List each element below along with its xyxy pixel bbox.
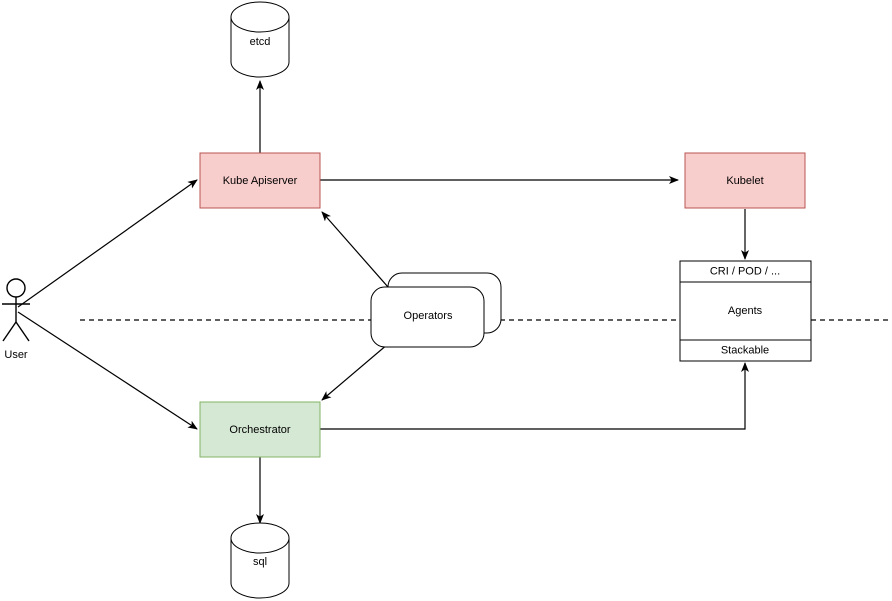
edge-user-to-orchestrator <box>17 311 198 430</box>
node-agents[interactable]: CRI / POD / ... Agents Stackable <box>679 260 812 362</box>
node-operators-label: Operators <box>404 310 453 322</box>
node-kubelet-label: Kubelet <box>726 175 763 187</box>
node-orchestrator[interactable]: Orchestrator <box>199 401 321 458</box>
node-etcd-label: etcd <box>250 36 271 48</box>
node-user[interactable]: User <box>2 278 30 361</box>
node-kube-apiserver[interactable]: Kube Apiserver <box>199 152 321 209</box>
node-agents-footer-label: Stackable <box>721 344 769 356</box>
node-orchestrator-label: Orchestrator <box>229 424 290 436</box>
edge-orchestrator-to-stackable <box>320 362 749 430</box>
edge-operators-to-orchestrator <box>321 343 389 401</box>
node-operators[interactable]: Operators <box>370 272 502 348</box>
node-sql[interactable]: sql <box>230 522 290 599</box>
node-sql-label: sql <box>253 556 267 568</box>
node-agents-body-label: Agents <box>728 305 763 317</box>
node-agents-header-label: CRI / POD / ... <box>710 265 780 277</box>
node-kube-apiserver-label: Kube Apiserver <box>223 175 298 187</box>
edge-operators-to-apiserver <box>321 211 389 288</box>
node-user-label: User <box>4 349 28 361</box>
node-kubelet[interactable]: Kubelet <box>684 152 806 209</box>
node-etcd[interactable]: etcd <box>230 1 290 78</box>
edge-user-to-apiserver <box>17 179 198 308</box>
